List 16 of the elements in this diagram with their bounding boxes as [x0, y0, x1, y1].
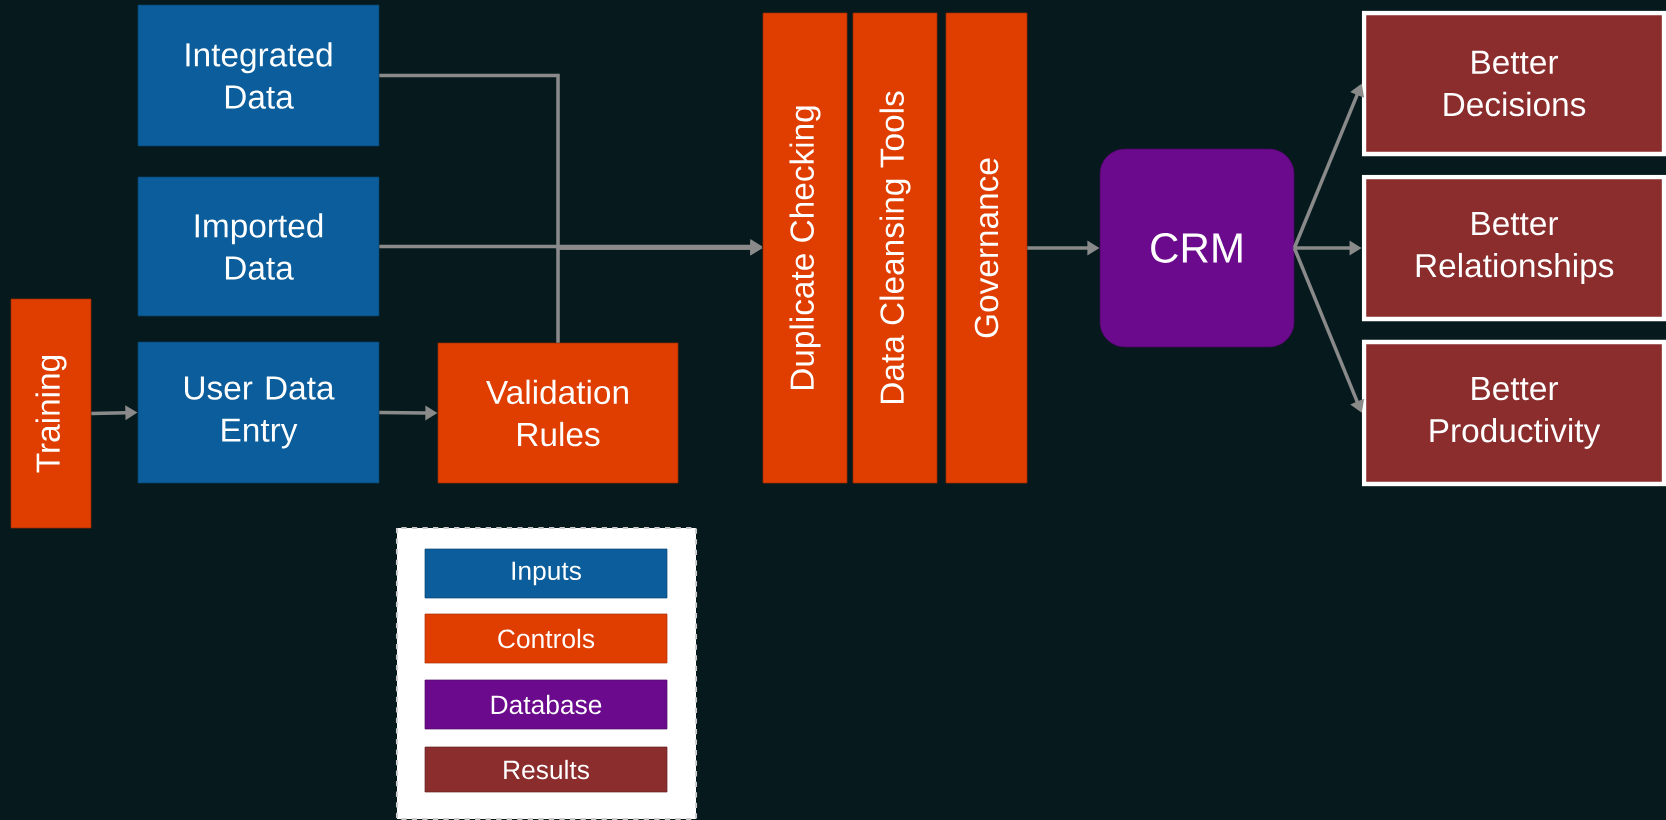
vertical-box: Training: [10, 298, 92, 529]
process-box: Imported Data: [137, 176, 380, 317]
vertical-box: Data Cleansing Tools: [852, 12, 938, 484]
process-box: Validation Rules: [437, 342, 679, 484]
result-box: Better Relationships: [1361, 174, 1666, 322]
legend-label: Controls: [498, 628, 595, 649]
result-box: Better Decisions: [1361, 10, 1666, 157]
result-box: Better Productivity: [1361, 339, 1666, 487]
legend-label: Results: [504, 759, 589, 780]
process-box: Integrated Data: [137, 4, 380, 147]
vertical-box: Governance: [945, 12, 1028, 484]
rounded-box: CRM: [1099, 148, 1295, 348]
process-box: User Data Entry: [137, 341, 380, 484]
legend-label: Database: [491, 694, 602, 715]
vertical-box: Duplicate Checking: [762, 12, 848, 484]
legend-label: Inputs: [512, 561, 581, 586]
